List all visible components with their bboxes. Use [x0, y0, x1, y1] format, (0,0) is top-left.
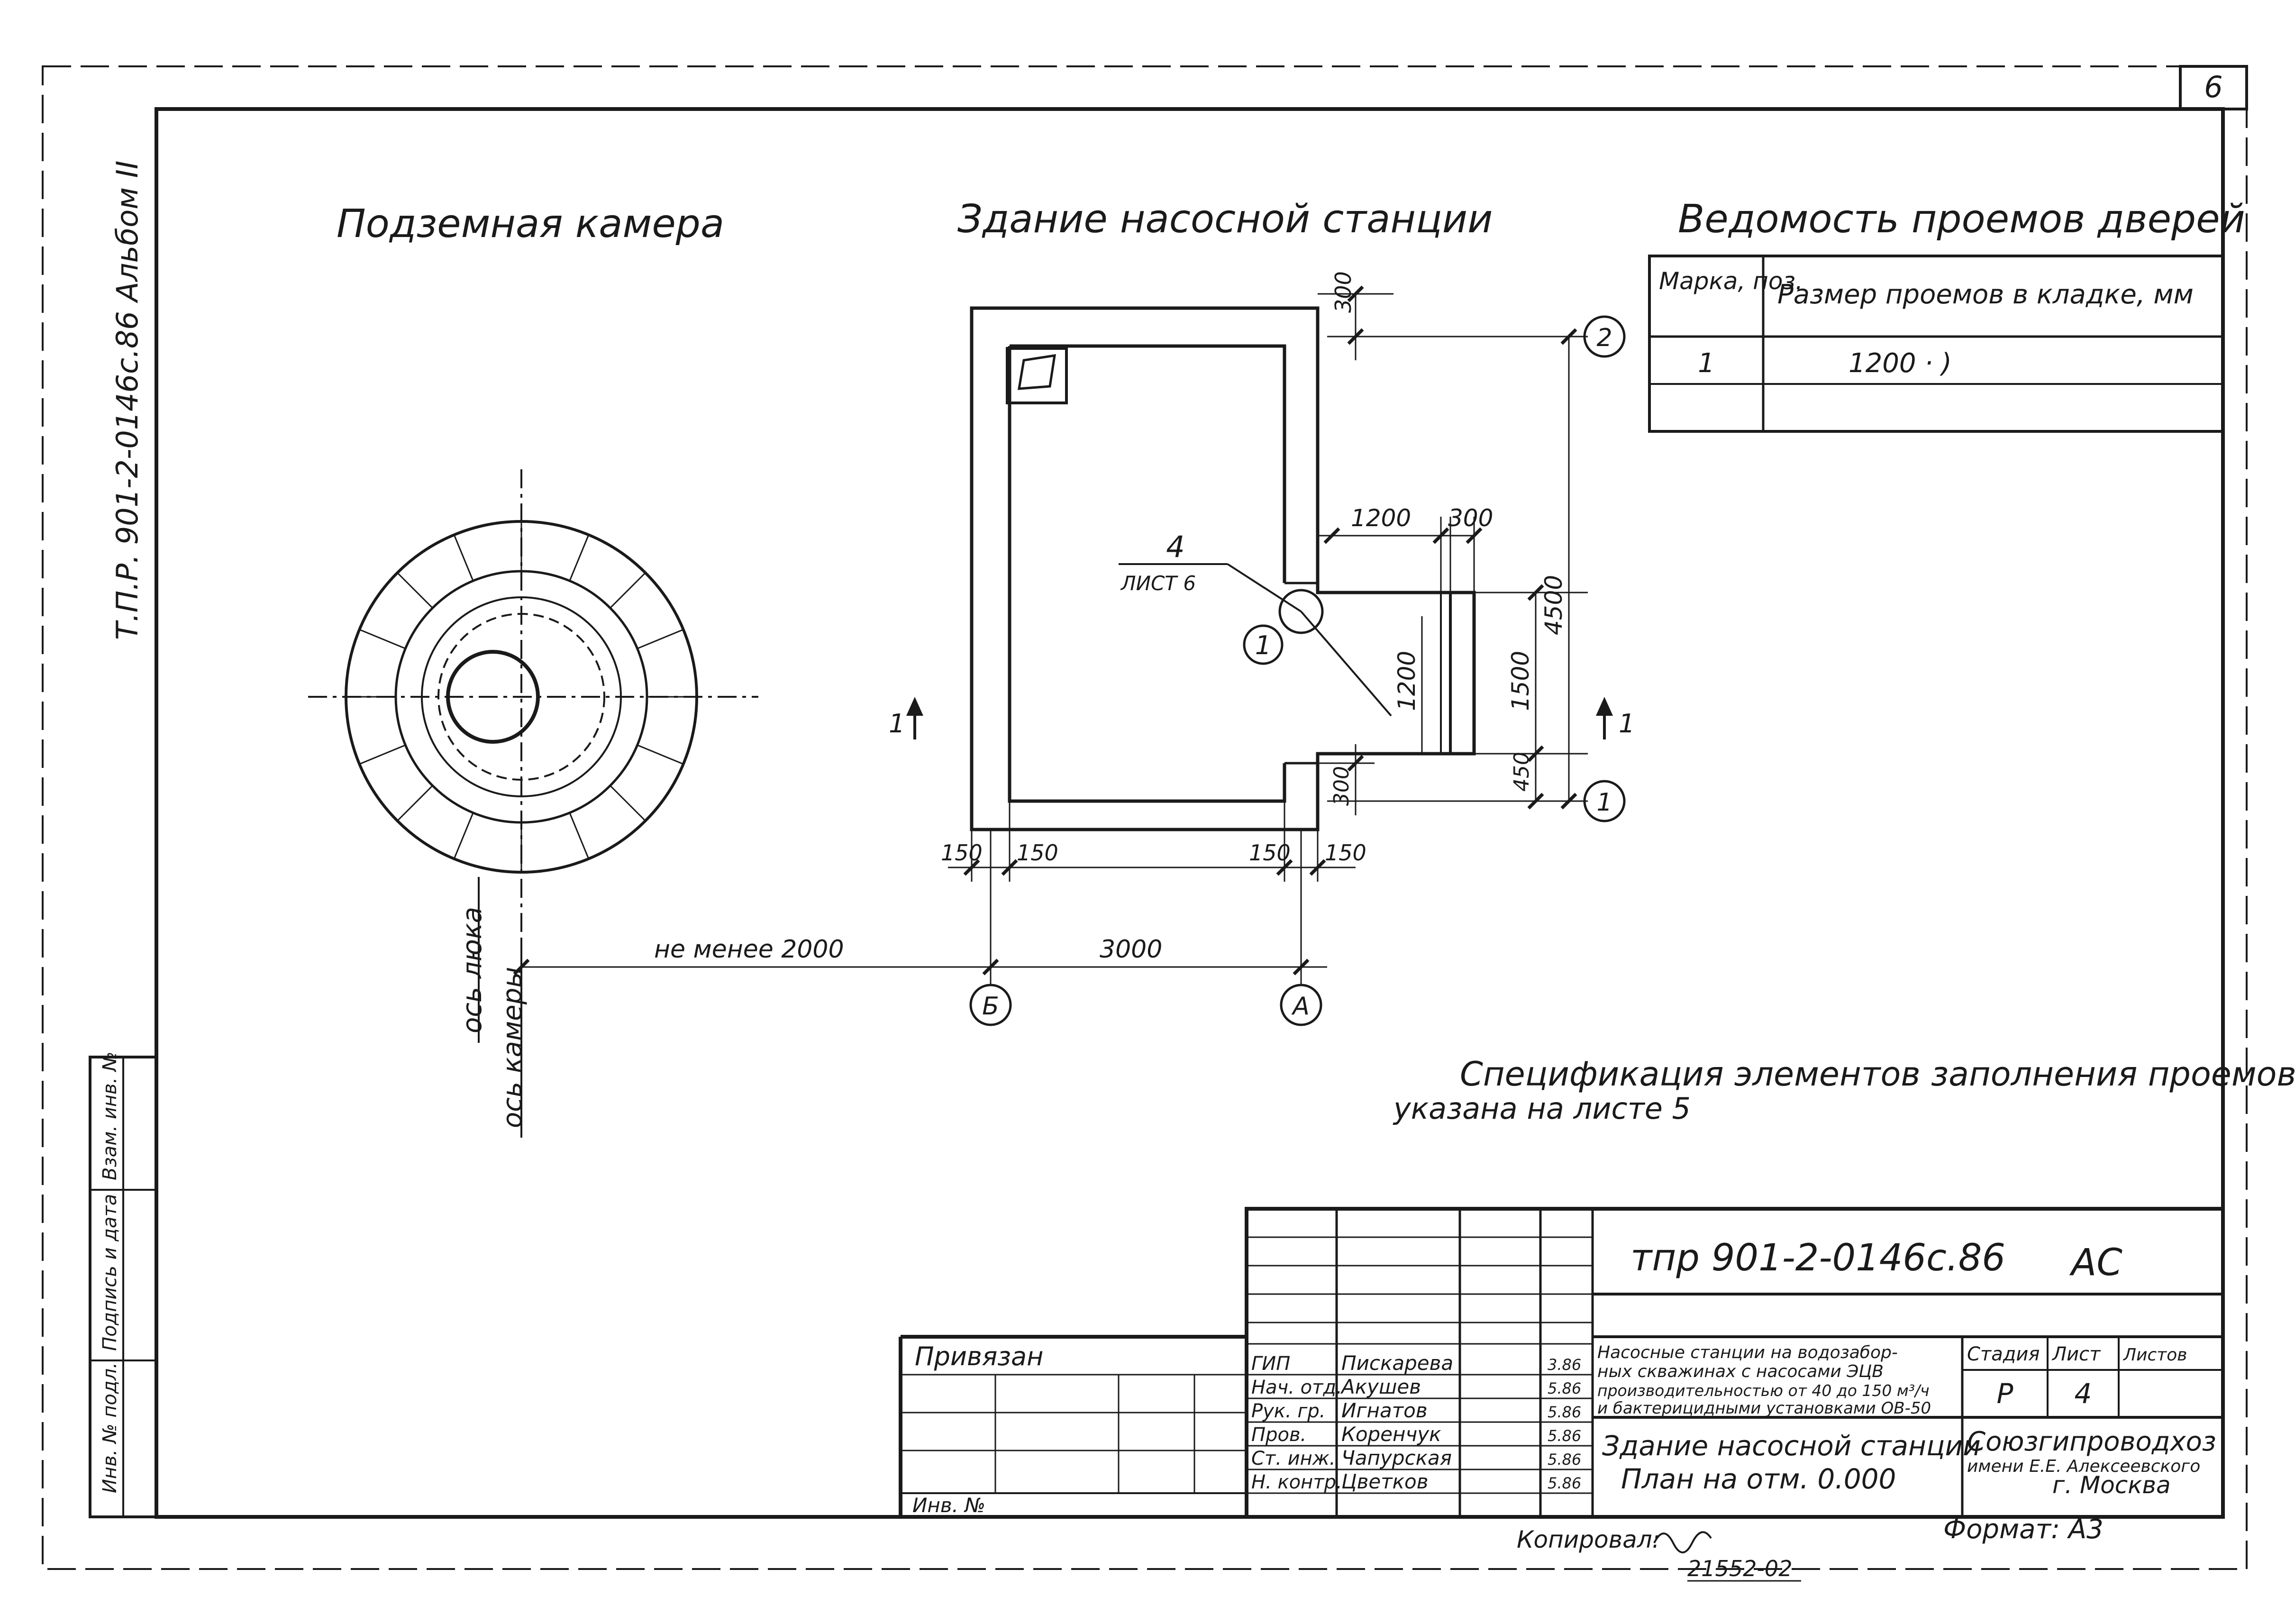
- door-mark: 1: [1255, 630, 1271, 660]
- copy-number: 21552-02: [1687, 1556, 1792, 1581]
- dim-300-bottom: 300: [1330, 766, 1354, 806]
- tb-roles: ГИП Пискарева 3.86 Нач. отд. Акушев 5.86…: [1251, 1351, 1581, 1493]
- tb-desc-4: и бактерицидными установками ОВ-50: [1597, 1399, 1931, 1418]
- name-0: Пискарева: [1341, 1351, 1453, 1375]
- tb-inv: Инв. №: [912, 1494, 985, 1517]
- copied-by: Копировал:: [1517, 1526, 1660, 1553]
- sheet-number-box: [2179, 65, 2248, 110]
- dim-300-right: 300: [1448, 504, 1493, 532]
- callout-sheet: ЛИСТ 6: [1120, 572, 1196, 595]
- dim-150-b: 150: [1017, 840, 1058, 866]
- stamp-vzam: Взам. инв. №: [99, 1051, 121, 1180]
- role-1: Нач. отд.: [1251, 1377, 1342, 1398]
- node-circle: [1278, 589, 1324, 634]
- dim-450: 450: [1510, 752, 1534, 792]
- name-3: Коренчук: [1341, 1423, 1441, 1446]
- note-line-2: указана на листе 5: [1393, 1091, 1691, 1126]
- dim-150-a: 150: [941, 840, 983, 866]
- role-2: Рук. гр.: [1251, 1400, 1326, 1422]
- name-5: Цветков: [1341, 1470, 1428, 1493]
- dimension-lines: [521, 293, 1588, 986]
- date-2: 5.86: [1548, 1403, 1581, 1421]
- tb-title-1: Здание насосной станции: [1602, 1430, 1981, 1462]
- dim-150-c: 150: [1249, 840, 1291, 866]
- date-1: 5.86: [1548, 1379, 1581, 1397]
- tb-stage: Р: [1997, 1378, 2013, 1410]
- role-3: Пров.: [1251, 1424, 1306, 1446]
- name-4: Чапурская: [1341, 1446, 1452, 1469]
- tb-desc-2: ных скважинах с насосами ЭЦВ: [1597, 1362, 1884, 1381]
- date-3: 5.86: [1548, 1427, 1581, 1445]
- tb-title-2: План на отм. 0.000: [1621, 1463, 1896, 1495]
- equipment-square: [1006, 347, 1068, 404]
- name-2: Игнатов: [1341, 1399, 1428, 1422]
- tb-stage-header: Стадия: [1967, 1343, 2040, 1365]
- tb-sheets-header: Листов: [2122, 1345, 2187, 1365]
- callout-num: 4: [1166, 529, 1184, 564]
- tb-sheet-header: Лист: [2051, 1343, 2101, 1365]
- sheet-number: 6: [2204, 70, 2222, 104]
- date-4: 5.86: [1548, 1451, 1581, 1469]
- section-mark-right: 1: [1619, 709, 1635, 739]
- tb-desc-3: производительностью от 40 до 150 м³/ч: [1597, 1381, 1930, 1400]
- name-1: Акушев: [1340, 1375, 1421, 1398]
- door-table: Марка, поз. Размер проемов в кладке, мм …: [1648, 255, 2224, 433]
- note-line-1: Спецификация элементов заполнения проемо…: [1460, 1055, 2295, 1094]
- copied-by-signature: [1653, 1531, 1712, 1553]
- dim-min-2000: не менее 2000: [654, 935, 844, 964]
- format-label: Формат: А3: [1943, 1514, 2104, 1545]
- axis-1: 1: [1596, 788, 1612, 817]
- underground-chamber: ось люка ось камеры: [308, 469, 758, 1138]
- dim-1500: 1500: [1507, 651, 1534, 711]
- side-stamp: Инв. № подл. Подпись и дата Взам. инв. №: [89, 1051, 158, 1518]
- tb-org-2: имени Е.Е. Алексеевского: [1967, 1457, 2200, 1476]
- dim-1200-vert: 1200: [1393, 651, 1421, 711]
- axis-kamery-label: ось камеры: [497, 967, 528, 1128]
- dim-300-top: 300: [1330, 271, 1356, 313]
- inner-frame: [155, 107, 2225, 1519]
- pump-station-plan: 4 ЛИСТ 6 1 1 1: [889, 306, 1635, 831]
- tb-desc-1: Насосные станции на водозабор-: [1597, 1343, 1898, 1362]
- tb-mark: АС: [2069, 1241, 2122, 1284]
- tb-org-1: Союзгипроводхоз: [1967, 1426, 2216, 1457]
- title-door-schedule: Ведомость проемов дверей: [1678, 197, 2245, 242]
- date-5: 5.86: [1548, 1474, 1581, 1492]
- dim-3000: 3000: [1100, 935, 1162, 964]
- axis-2: 2: [1596, 324, 1612, 352]
- table-cell-size: 1200 · ): [1849, 348, 1952, 379]
- title-building: Здание насосной станции: [957, 197, 1493, 242]
- stamp-sign: Подпись и дата: [99, 1194, 121, 1351]
- axis-luka-label: ось люка: [457, 907, 488, 1033]
- tb-org-3: г. Москва: [2052, 1471, 2171, 1499]
- dim-1200-door-w: 1200: [1351, 504, 1411, 532]
- role-0: ГИП: [1251, 1353, 1290, 1375]
- outer-frame: [42, 65, 2248, 1570]
- stamp-inv: Инв. № подл.: [99, 1362, 121, 1493]
- axis-bubbles: 2 1 Б А: [969, 315, 1626, 1026]
- title-block: [899, 1207, 2225, 1519]
- table-cell-mark: 1: [1698, 348, 1715, 379]
- date-0: 3.86: [1548, 1356, 1581, 1374]
- dim-150-d: 150: [1325, 840, 1366, 866]
- dimension-ticks: [513, 285, 1577, 976]
- tb-privyazan: Привязан: [915, 1341, 1043, 1371]
- tb-sheet: 4: [2075, 1378, 2092, 1410]
- table-header-size: Размер проемов в кладке, мм: [1777, 279, 2194, 310]
- axis-b: Б: [982, 992, 999, 1021]
- album-label: Т.П.Р. 901-2-0146с.86 Альбом II: [110, 161, 145, 640]
- role-4: Ст. инж.: [1251, 1448, 1336, 1469]
- tb-code: тпр 901-2-0146с.86: [1630, 1237, 2005, 1279]
- title-camera: Подземная камера: [337, 201, 724, 246]
- axis-a: А: [1291, 992, 1310, 1021]
- role-5: Н. контр.: [1251, 1471, 1342, 1493]
- table-header-mark: Марка, поз.: [1659, 267, 1803, 295]
- section-mark-left: 1: [889, 709, 905, 739]
- dim-4500: 4500: [1540, 575, 1567, 635]
